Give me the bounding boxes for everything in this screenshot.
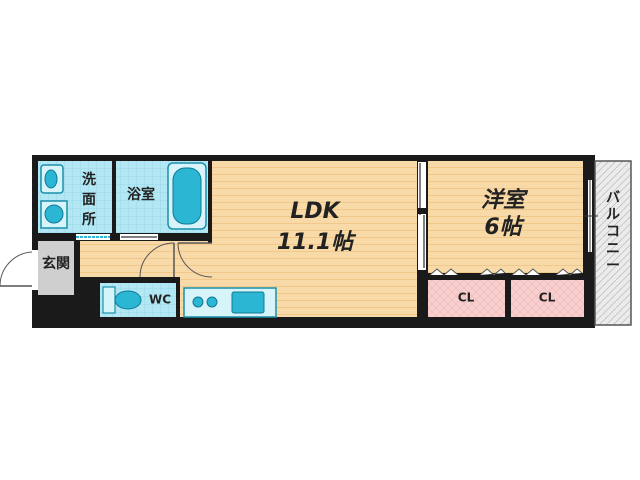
toilet-top-wall xyxy=(96,277,180,283)
washroom-bath-wall xyxy=(112,161,116,233)
stove-burner-2 xyxy=(206,296,218,308)
washroom-label-text: 洗面所 xyxy=(82,171,96,228)
closet-top-wall xyxy=(428,273,584,280)
entrance-door-swing xyxy=(0,251,33,286)
closet-2-label: CL xyxy=(539,291,556,305)
entrance-opening xyxy=(32,250,38,290)
closet-1-label: CL xyxy=(458,291,475,305)
bath-label: 浴室 xyxy=(127,186,155,203)
closet-1-doors-b xyxy=(479,268,506,276)
western-room-floor xyxy=(428,161,583,273)
closet-2-doors-b xyxy=(555,268,583,276)
ldk-door-swing xyxy=(177,242,213,278)
washing-machine-drum xyxy=(44,204,64,224)
western-room-label: 洋室 xyxy=(481,187,529,213)
closet-2-doors xyxy=(511,268,541,276)
entrance-step xyxy=(38,295,74,317)
entrance-label: 玄関 xyxy=(42,255,70,272)
balcony xyxy=(594,160,632,326)
ldk-size-label: 11.1帖 xyxy=(277,230,357,255)
partition-door-handle xyxy=(417,208,427,214)
partition-door xyxy=(418,162,426,270)
toilet-label: WC xyxy=(149,293,171,307)
bathtub-inner xyxy=(172,167,202,225)
toilet-left-wall xyxy=(96,277,100,317)
balcony-label-text: バルコニー xyxy=(606,190,620,274)
balcony-label: バルコニー xyxy=(606,190,620,274)
toilet xyxy=(102,286,116,314)
closet-1-floor xyxy=(428,280,505,317)
washbasin-bowl xyxy=(44,169,58,189)
kitchen-sink xyxy=(231,291,265,314)
toilet-right-wall xyxy=(176,277,180,317)
toilet-bowl xyxy=(114,290,142,310)
washroom-label: 洗面所 xyxy=(82,171,96,228)
toilet-door-swing xyxy=(139,242,175,278)
bath-ldk-wall xyxy=(208,161,212,243)
closet-2-floor xyxy=(511,280,584,317)
entrance-side-wall xyxy=(74,241,80,295)
closet-divider xyxy=(505,273,511,317)
closet-1-doors xyxy=(429,268,459,276)
entrance-floor xyxy=(38,241,74,295)
western-room-size-label: 6帖 xyxy=(484,215,525,240)
hallway-floor xyxy=(80,241,212,277)
stove-burner-1 xyxy=(192,296,204,308)
ldk-label: LDK xyxy=(290,199,341,224)
